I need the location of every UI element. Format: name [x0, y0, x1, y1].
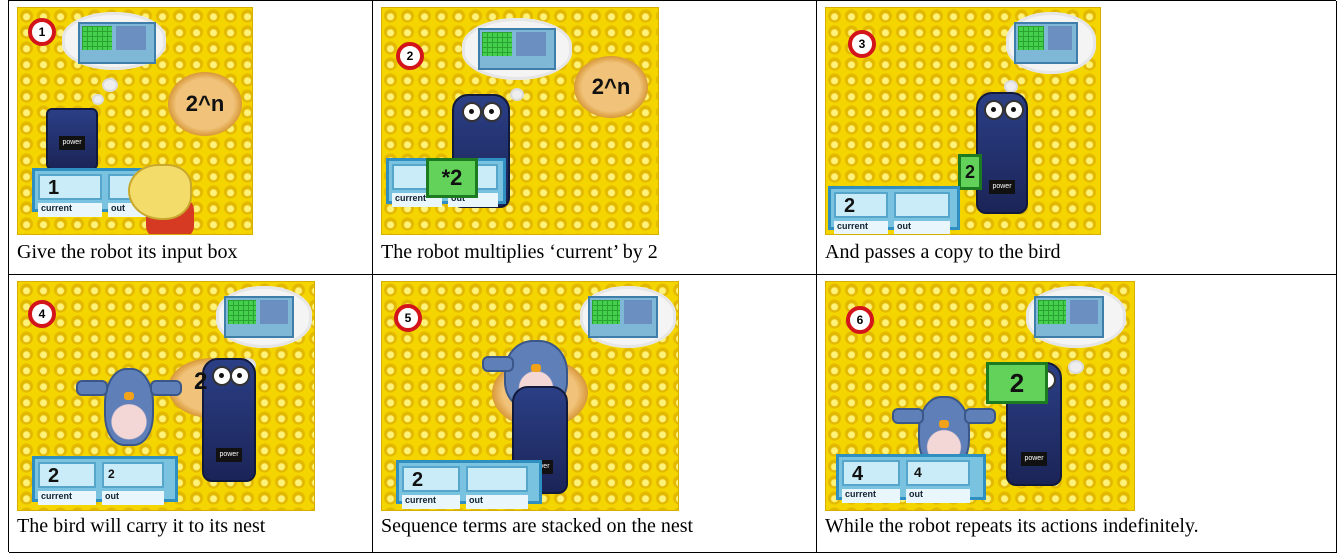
step-badge: 3: [848, 30, 876, 58]
panel-3: 3 power 2 2 current out And passes a copy…: [817, 1, 1337, 275]
robot: power: [202, 358, 256, 482]
panel-6: 6 power 2 4 4 current out While the robot…: [817, 275, 1337, 553]
thought-puff: [92, 94, 104, 105]
caption: Give the robot its input box: [17, 241, 238, 263]
current-slot: 4: [842, 460, 900, 486]
robot-eye: [984, 100, 1004, 120]
robot-label: power: [216, 448, 242, 462]
caption: The robot multiplies ‘current’ by 2: [381, 241, 658, 263]
input-box[interactable]: 2 current out: [396, 460, 542, 509]
nest-value: 2: [194, 368, 208, 395]
bird: [76, 368, 182, 446]
robot-eye: [230, 366, 250, 386]
current-slot: 1: [38, 174, 102, 200]
bird-wing: [76, 380, 108, 396]
bird-beak: [124, 392, 134, 400]
current-value: 1: [48, 177, 60, 199]
current-label: current: [842, 489, 900, 503]
step-badge: 5: [394, 304, 422, 332]
value-tile[interactable]: 2: [986, 362, 1048, 404]
robot: power: [976, 92, 1028, 214]
input-box[interactable]: 2 current out: [828, 186, 960, 234]
out-slot: [894, 192, 950, 218]
panel-3-scene: 3 power 2 2 current out: [825, 7, 1101, 235]
out-label: out: [906, 489, 970, 503]
current-label: current: [38, 491, 96, 505]
current-value: 2: [412, 469, 424, 491]
out-value: 4: [914, 464, 922, 480]
out-value: 2: [108, 467, 115, 481]
bird-wing: [482, 356, 514, 372]
current-label: current: [38, 203, 102, 217]
thought-cloud: [62, 12, 166, 70]
value-tile[interactable]: 2: [958, 154, 982, 190]
out-slot: 2: [102, 462, 164, 488]
current-slot: 2: [402, 466, 460, 492]
caption: And passes a copy to the bird: [825, 241, 1061, 263]
robot-eye: [462, 102, 482, 122]
robot: power: [46, 108, 98, 170]
bird-wing: [150, 380, 182, 396]
current-label: current: [402, 495, 460, 509]
thought-puff: [1068, 360, 1084, 374]
bird-beak: [939, 420, 949, 428]
caption: While the robot repeats its actions inde…: [825, 515, 1199, 537]
cloud-box-icon: [478, 28, 556, 70]
hand-icon[interactable]: [128, 164, 192, 220]
nest: 2^n: [168, 72, 242, 136]
robot-label: power: [59, 136, 85, 150]
caption: The bird will carry it to its nest: [17, 515, 266, 537]
thought-puff: [510, 88, 524, 101]
input-box[interactable]: 2 2 current out: [32, 456, 178, 505]
step-badge: 2: [396, 42, 424, 70]
robot-label: power: [989, 180, 1015, 194]
out-slot: 4: [906, 460, 970, 486]
thought-cloud: [462, 18, 572, 80]
thought-cloud: [1026, 286, 1126, 348]
current-slot: 2: [834, 192, 888, 218]
caption: Sequence terms are stacked on the nest: [381, 515, 694, 537]
current-value: 2: [844, 195, 856, 217]
out-label: out: [466, 495, 528, 509]
step-badge: 4: [28, 300, 56, 328]
multiply-tile[interactable]: *2: [426, 158, 478, 198]
step-badge: 6: [846, 306, 874, 334]
thought-cloud: [1006, 12, 1096, 74]
input-box[interactable]: 4 4 current out: [836, 454, 986, 503]
bird-beak: [531, 364, 541, 372]
cloud-box-icon: [1034, 296, 1104, 338]
robot-label: power: [1021, 452, 1047, 466]
cloud-box-icon: [78, 22, 156, 64]
thought-puff: [102, 78, 118, 92]
bird-wing: [892, 408, 924, 424]
out-label: out: [102, 491, 164, 505]
cloud-box-icon: [1014, 22, 1078, 64]
current-slot: 2: [38, 462, 96, 488]
current-value: 4: [852, 463, 864, 485]
cloud-box-icon: [224, 296, 294, 338]
robot-eye: [212, 366, 232, 386]
out-slot: [466, 466, 528, 492]
current-value: 2: [48, 465, 60, 487]
current-label: current: [834, 221, 888, 234]
robot-eye: [1004, 100, 1024, 120]
panel-6-scene: 6 power 2 4 4 current out: [825, 281, 1135, 511]
cloud-box-icon: [588, 296, 658, 338]
step-badge: 1: [28, 18, 56, 46]
robot-eye: [482, 102, 502, 122]
panel-4-scene: 4 power 2 2 2 current out: [17, 281, 315, 511]
thought-cloud: [216, 286, 312, 348]
out-label: out: [894, 221, 950, 234]
nest: 2^n: [574, 56, 648, 118]
thought-cloud: [580, 286, 676, 348]
bird-wing: [964, 408, 996, 424]
